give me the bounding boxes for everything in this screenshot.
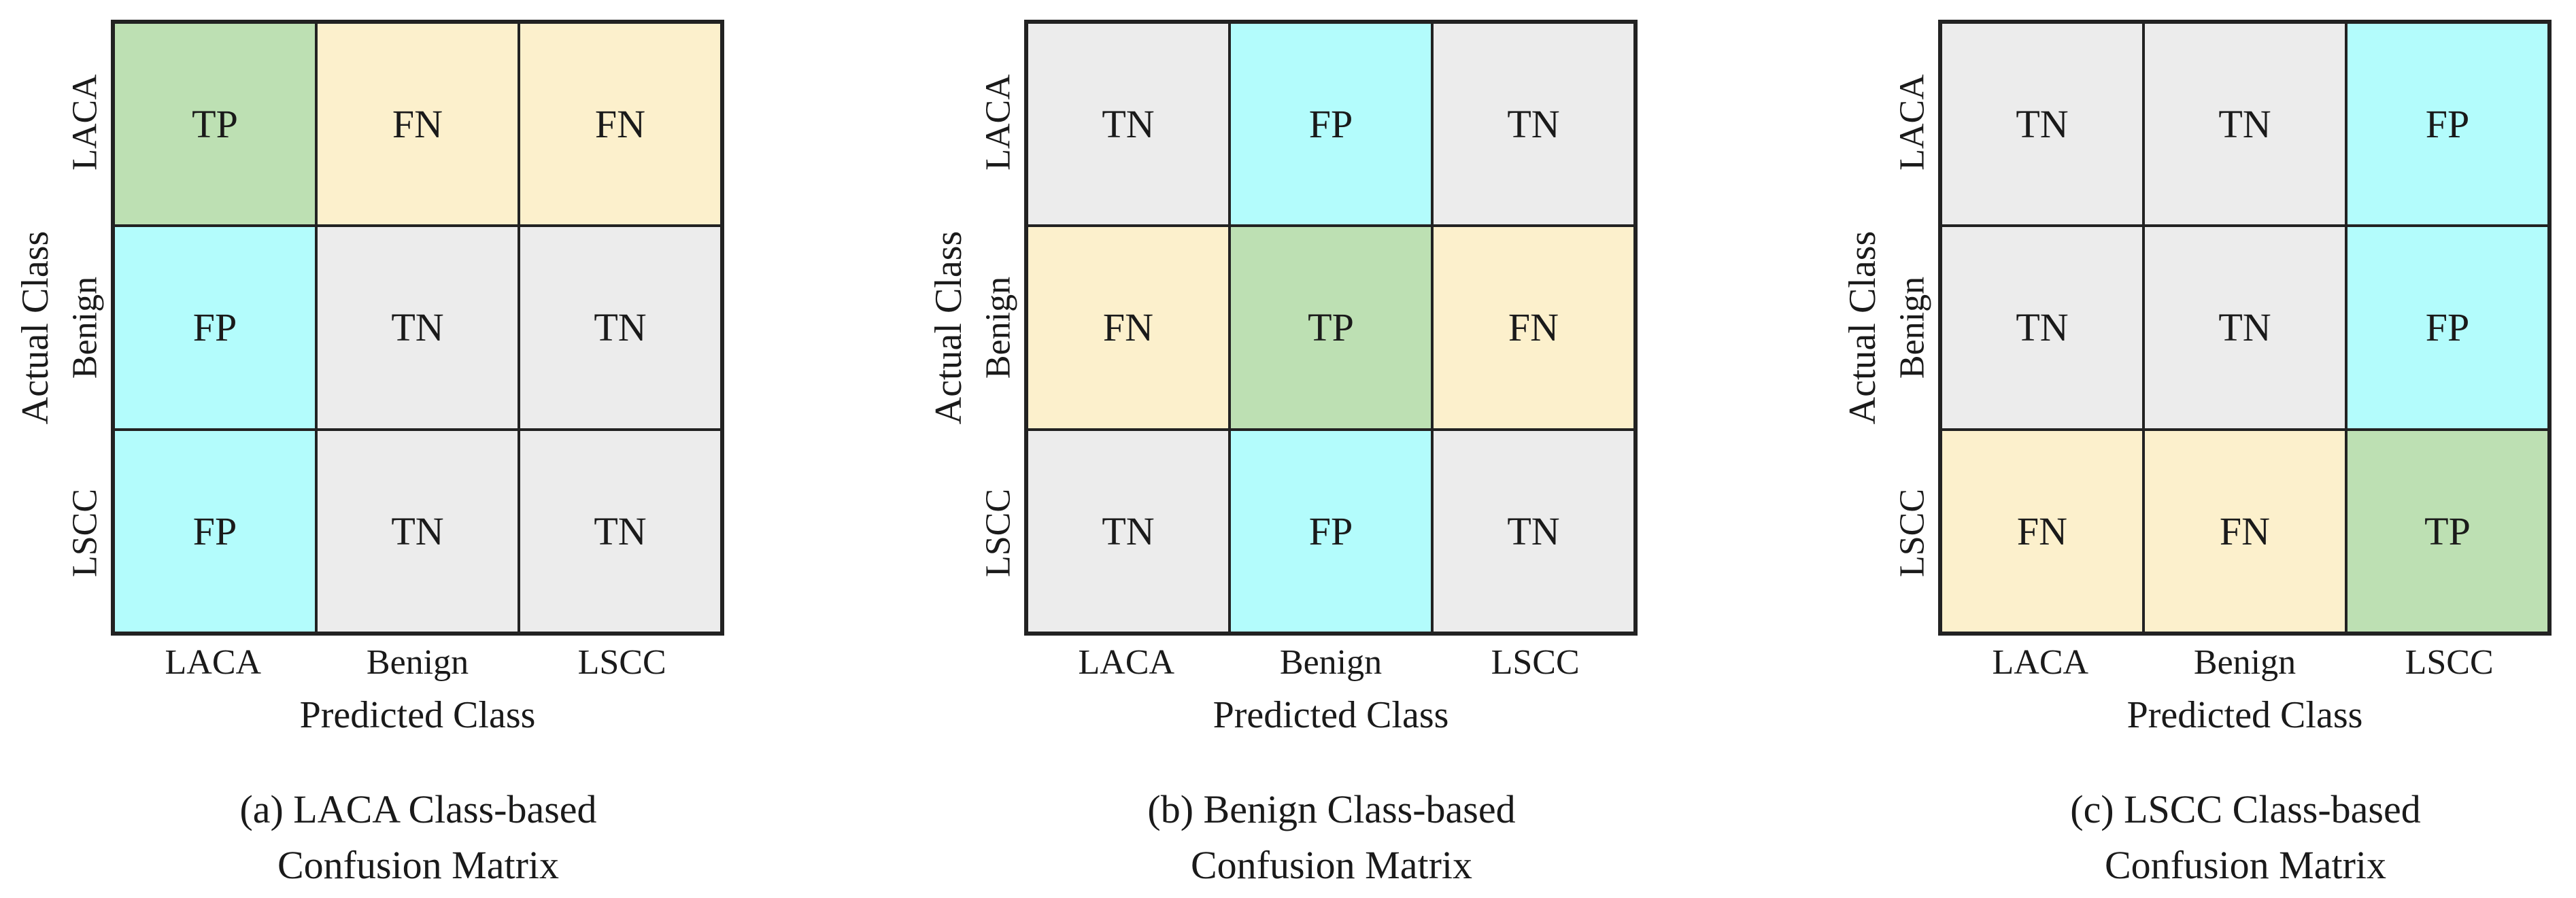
matrix-cell: FP: [114, 429, 316, 633]
y-axis-title-text: Actual Class: [14, 230, 56, 425]
column-label: LACA: [1992, 643, 2089, 682]
column-label: Benign: [1279, 643, 1383, 682]
row-label-text: LSCC: [979, 488, 1018, 578]
x-axis-title: Predicted Class: [299, 694, 536, 736]
matrix-cell: FN: [1432, 226, 1635, 430]
matrix-cell: FP: [1230, 429, 1432, 633]
caption-line-2: Confusion Matrix: [277, 843, 560, 887]
caption-line-2: Confusion Matrix: [1190, 843, 1473, 887]
matrix-cell: TN: [519, 429, 722, 633]
matrix-cell: FN: [1027, 226, 1230, 430]
matrix-cell: TN: [1941, 226, 2143, 430]
column-label: Benign: [2193, 643, 2297, 682]
matrix-cell: TP: [2346, 429, 2549, 633]
row-label-text: Benign: [65, 276, 105, 379]
matrix-cell: TN: [316, 226, 519, 430]
matrix-cell: TN: [1941, 22, 2143, 226]
column-label: LSCC: [2405, 643, 2494, 682]
matrix-cell: FP: [2346, 226, 2549, 430]
matrix-cell: TN: [519, 226, 722, 430]
matrix-cell: FN: [316, 22, 519, 226]
matrix-cell: TN: [2143, 226, 2346, 430]
matrix-cell: TP: [114, 22, 316, 226]
matrix-cell: TN: [1432, 429, 1635, 633]
matrix-cell: TN: [1027, 429, 1230, 633]
matrix-cell: FP: [1230, 22, 1432, 226]
matrix-cell: TP: [1230, 226, 1432, 430]
caption-line-1: (b) Benign Class-based: [1147, 787, 1516, 831]
matrix-cell: TN: [1027, 22, 1230, 226]
row-label-text: Benign: [1893, 276, 1932, 379]
matrix-cell: FP: [114, 226, 316, 430]
matrix-cell: TN: [1432, 22, 1635, 226]
y-axis-title-text: Actual Class: [928, 230, 970, 425]
column-label: Benign: [366, 643, 469, 682]
row-label-text: LACA: [65, 74, 105, 171]
caption-line-2: Confusion Matrix: [2104, 843, 2387, 887]
x-axis-title: Predicted Class: [2126, 694, 2363, 736]
x-axis-title: Predicted Class: [1213, 694, 1449, 736]
caption-line-1: (c) LSCC Class-based: [2070, 787, 2421, 831]
matrix-cell: FN: [1941, 429, 2143, 633]
column-label: LSCC: [577, 643, 666, 682]
matrix-cell: TN: [316, 429, 519, 633]
matrix-cell: TN: [2143, 22, 2346, 226]
row-label-text: Benign: [979, 276, 1018, 379]
y-axis-title-text: Actual Class: [1842, 230, 1884, 425]
column-label: LACA: [1078, 643, 1175, 682]
column-label: LACA: [165, 643, 262, 682]
row-label-text: LACA: [979, 74, 1018, 171]
row-label-text: LACA: [1893, 74, 1932, 171]
column-label: LSCC: [1491, 643, 1580, 682]
caption-line-1: (a) LACA Class-based: [239, 787, 597, 831]
matrix-cell: FP: [2346, 22, 2549, 226]
row-label-text: LSCC: [65, 488, 105, 578]
row-label-text: LSCC: [1893, 488, 1932, 578]
matrix-cell: FN: [519, 22, 722, 226]
matrix-cell: FN: [2143, 429, 2346, 633]
